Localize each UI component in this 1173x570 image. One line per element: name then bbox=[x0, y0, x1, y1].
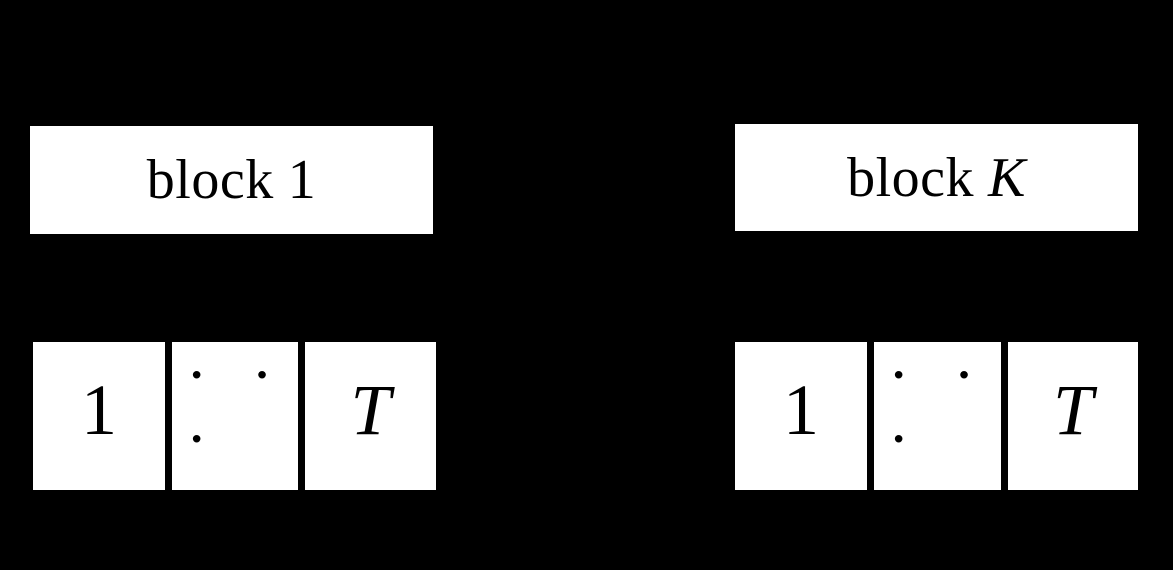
block-1-ellipsis-label: · · · bbox=[186, 339, 287, 474]
block-k-cell-ellipsis: · · · bbox=[874, 342, 1001, 490]
block-k-cell-first: 1 bbox=[735, 342, 867, 490]
block-1-index: 1 bbox=[287, 149, 317, 211]
block-1-prefix: block bbox=[146, 149, 274, 211]
block-k-cell-first-label: 1 bbox=[783, 370, 819, 450]
block-k-ellipsis-label: · · · bbox=[888, 339, 989, 474]
block-k-cell-last-label: T bbox=[1052, 370, 1094, 450]
block-k-index: K bbox=[988, 146, 1026, 209]
block-k-prefix: block bbox=[847, 146, 975, 209]
block-1-cell-first: 1 bbox=[33, 342, 165, 490]
block-1-cell-last: T bbox=[305, 342, 436, 490]
block-k-cell-last: T bbox=[1008, 342, 1138, 490]
block-1-cell-last-label: T bbox=[350, 370, 391, 450]
block-1-cell-first-label: 1 bbox=[81, 370, 117, 450]
block-1-cell-ellipsis: · · · bbox=[172, 342, 298, 490]
